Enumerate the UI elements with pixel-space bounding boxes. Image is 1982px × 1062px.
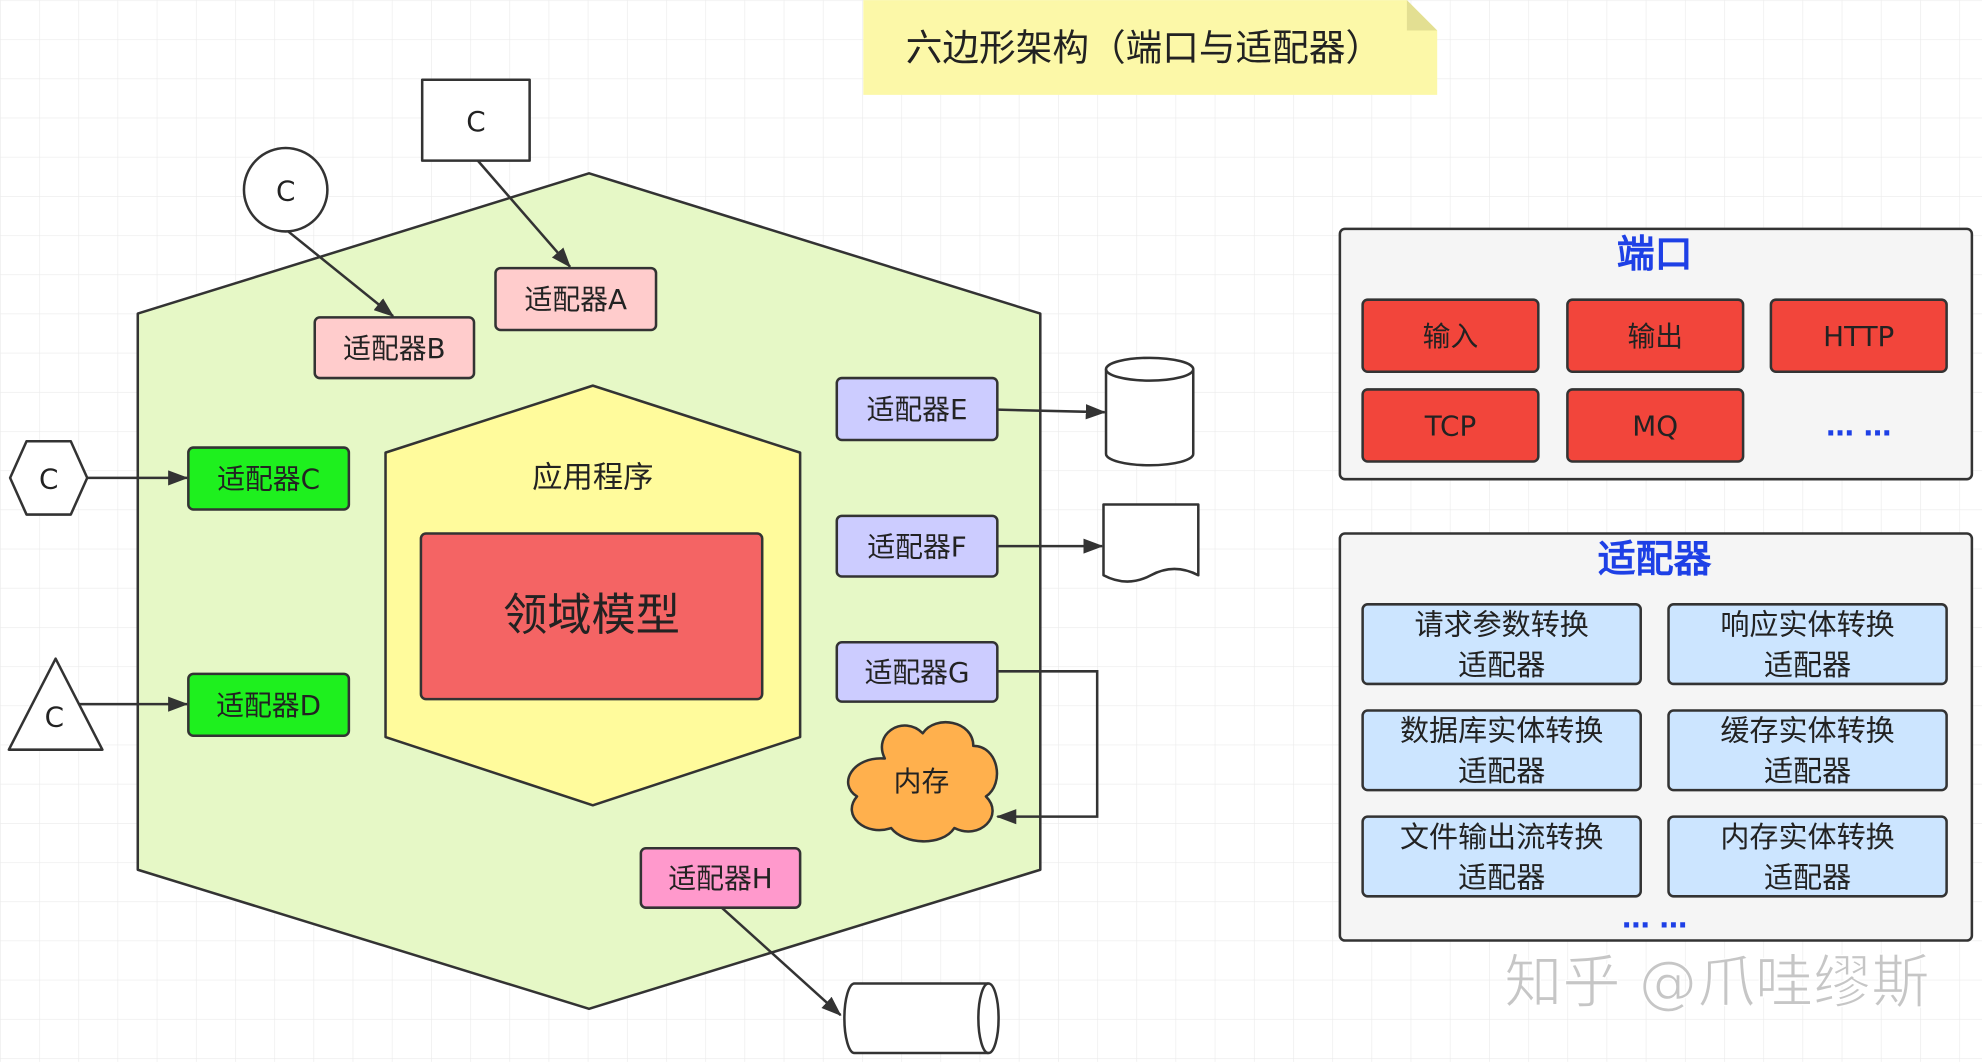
adapter-g-label: 适配器G [865, 656, 970, 689]
arrow-adapter-e-to-database [997, 404, 1107, 420]
port-mq-box [1566, 388, 1745, 463]
ports-panel: 端口 输入 输出 HTTP TCP MQ … … [1338, 227, 1974, 481]
adapter-item: 内存实体转换 适配器 [1667, 815, 1948, 898]
adapter-item-line2: 适配器 [1458, 648, 1545, 682]
connectors [78, 159, 1107, 1017]
adapter-item: 数据库实体转换 适配器 [1361, 709, 1642, 792]
adapter-item-box [1361, 603, 1642, 686]
client-square-label: C [466, 105, 485, 138]
adapter-b-label: 适配器B [343, 332, 445, 365]
client-square: C [420, 78, 531, 162]
ports-panel-title: 端口 [1617, 232, 1693, 276]
adapter-item-line1: 内存实体转换 [1720, 820, 1894, 854]
adapter-item-line1: 文件输出流转换 [1400, 820, 1603, 854]
client-circle-label: C [276, 174, 295, 207]
port-output-box [1566, 298, 1745, 373]
adapter-h-label: 适配器H [668, 862, 772, 895]
adapters-panel-title: 适配器 [1598, 537, 1713, 581]
adapter-item: 请求参数转换 适配器 [1361, 603, 1642, 686]
application-hexagon: 应用程序 领域模型 [384, 384, 802, 807]
adapter-item-line2: 适配器 [1458, 860, 1545, 894]
client-hexagon: C [8, 439, 89, 516]
document-shape [1102, 503, 1200, 583]
adapter-d-label: 适配器D [216, 689, 321, 722]
adapter-item-line2: 适配器 [1458, 754, 1545, 788]
horizontal-cylinder-body [843, 982, 1000, 1055]
adapter-item-line1: 数据库实体转换 [1400, 714, 1603, 748]
arrow-circle-to-adapter-b [287, 230, 395, 318]
domain-model-box [419, 532, 764, 701]
adapter-h-box [639, 847, 802, 909]
port-http-box [1769, 298, 1948, 373]
adapter-c-box [187, 446, 351, 511]
adapter-h: 适配器H [639, 847, 802, 909]
memory-cloud-shape [846, 720, 999, 843]
adapter-f: 适配器F [835, 514, 999, 578]
port-output-label: 输出 [1627, 320, 1683, 353]
memory-cloud: 内存 [846, 720, 999, 843]
adapter-e-label: 适配器E [867, 393, 968, 426]
adapter-d-box [187, 672, 351, 738]
database-cylinder-body [1104, 356, 1195, 467]
database-cylinder [1104, 356, 1195, 467]
adapter-e: 适配器E [835, 376, 999, 442]
horizontal-cylinder [843, 982, 1000, 1055]
port-input-box [1361, 298, 1540, 373]
database-cylinder-rim [1104, 368, 1195, 382]
memory-cloud-label: 内存 [894, 765, 950, 798]
client-circle: C [242, 146, 329, 233]
diagram-title: 六边形架构（端口与适配器） [906, 27, 1382, 70]
adapter-item-box [1667, 603, 1948, 686]
adapter-item-box [1667, 709, 1948, 792]
adapter-f-label: 适配器F [867, 530, 966, 563]
watermark-text: 知乎 @爪哇缪斯 [1504, 948, 1929, 1016]
port-mq-label: MQ [1632, 410, 1678, 443]
adapter-item-line1: 响应实体转换 [1720, 608, 1894, 642]
arrow-adapter-g-to-memory [996, 670, 1099, 825]
title-note: 六边形架构（端口与适配器） [863, 0, 1438, 95]
adapter-item: 缓存实体转换 适配器 [1667, 709, 1948, 792]
adapter-c-label: 适配器C [217, 463, 320, 496]
adapter-item-box [1667, 815, 1948, 898]
adapter-b: 适配器B [313, 316, 476, 380]
adapters-panel: 适配器 请求参数转换 适配器 响应实体转换 适配器 数据库实体转换 适配器 缓存… [1338, 532, 1974, 942]
adapter-e-box [835, 376, 999, 442]
adapter-d: 适配器D [187, 672, 351, 738]
adapter-a: 适配器A [494, 266, 658, 332]
adapter-item-line1: 缓存实体转换 [1720, 714, 1894, 748]
adapter-item-line2: 适配器 [1764, 754, 1851, 788]
domain-model-label: 领域模型 [503, 590, 680, 641]
arrow-adapter-h-to-cylinder [720, 906, 842, 1017]
client-triangle-label: C [45, 700, 64, 733]
adapter-item: 文件输出流转换 适配器 [1361, 815, 1642, 898]
ports-more-ellipsis: … … [1826, 410, 1891, 443]
client-square-shape [420, 78, 531, 162]
adapter-a-label: 适配器A [525, 283, 627, 316]
adapter-item: 响应实体转换 适配器 [1667, 603, 1948, 686]
port-http-label: HTTP [1823, 320, 1894, 353]
title-note-body [863, 0, 1438, 95]
adapter-item-box [1361, 709, 1642, 792]
adapter-item-box [1361, 815, 1642, 898]
adapter-c: 适配器C [187, 446, 351, 511]
client-circle-shape [242, 146, 329, 233]
adapter-item-line2: 适配器 [1764, 648, 1851, 682]
port-input-label: 输入 [1423, 320, 1479, 353]
adapter-a-box [494, 266, 658, 332]
adapter-item-line1: 请求参数转换 [1414, 608, 1588, 642]
horizontal-cylinder-rim [977, 982, 989, 1055]
port-tcp-box [1361, 388, 1540, 463]
application-label: 应用程序 [532, 460, 653, 495]
title-note-fold [1406, 0, 1438, 31]
adapter-g: 适配器G [835, 640, 999, 703]
adapter-b-box [313, 316, 476, 380]
client-hexagon-label: C [39, 463, 58, 496]
arrow-square-to-adapter-a [476, 159, 572, 268]
adapter-item-line2: 适配器 [1764, 860, 1851, 894]
port-tcp-label: TCP [1424, 410, 1477, 443]
adapters-more-ellipsis: … … [1622, 901, 1687, 934]
